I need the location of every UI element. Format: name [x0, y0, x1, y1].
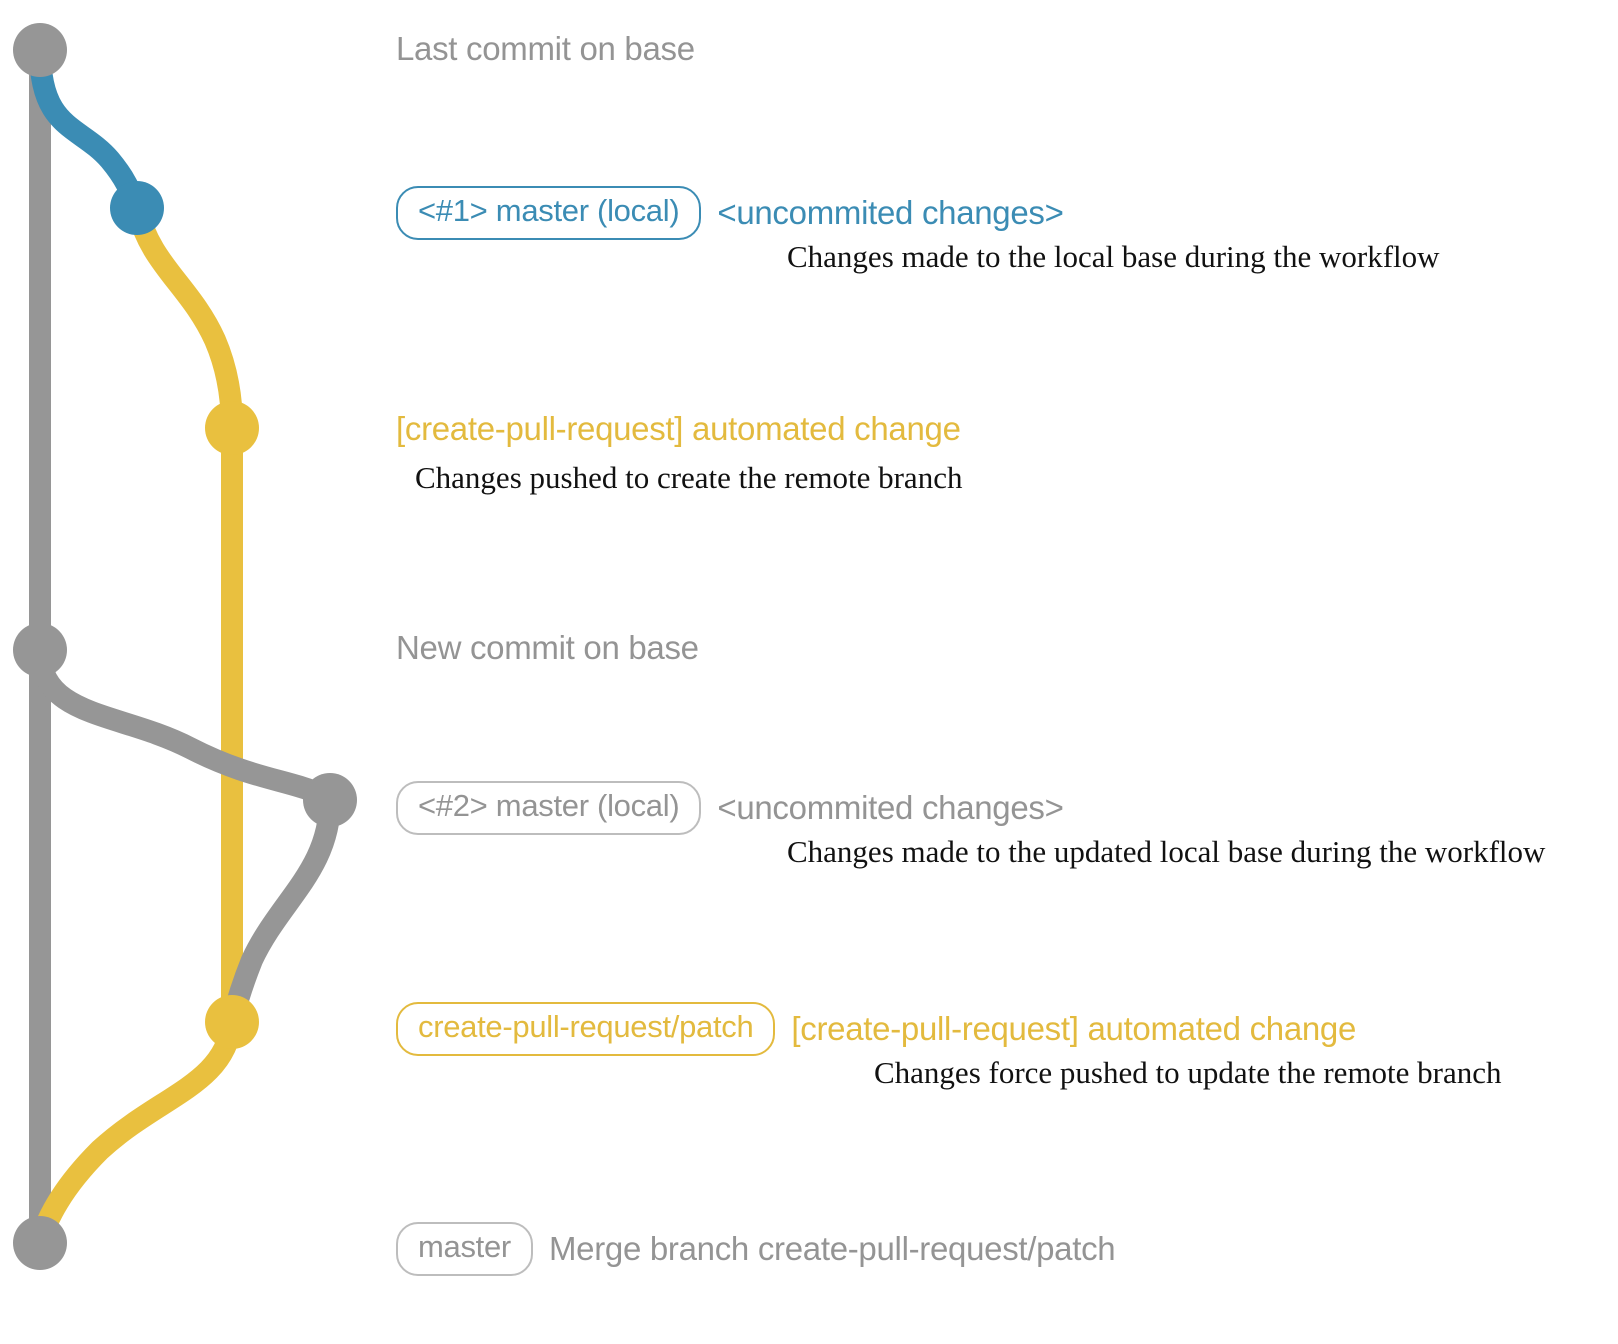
- badge-create-pull-request-patch[interactable]: create-pull-request/patch: [396, 1002, 776, 1056]
- commit-node-patch-1[interactable]: [205, 401, 259, 455]
- row-automated-change-1: [create-pull-request] automated change: [396, 410, 961, 448]
- commit-node-master-local-2[interactable]: [303, 773, 357, 827]
- edge-patch-2-to-master-merge: [29, 1011, 243, 1254]
- label-new-commit-on-base: New commit on base: [396, 629, 699, 666]
- edge-master-local-2-to-patch-2: [221, 789, 341, 1033]
- commit-node-master-merge[interactable]: [13, 1216, 67, 1270]
- row-new-commit: New commit on base: [396, 629, 699, 667]
- commit-node-patch-2[interactable]: [205, 995, 259, 1049]
- description-local-base-changes: Changes made to the local base during th…: [787, 239, 1440, 274]
- commit-node-base-last[interactable]: [13, 23, 67, 77]
- badge-master[interactable]: master: [396, 1222, 533, 1276]
- edge-master-local-1-to-patch-1: [126, 197, 243, 439]
- description-pushed-remote-branch: Changes pushed to create the remote bran…: [415, 460, 963, 495]
- edge-base-new-to-master-local-2: [29, 639, 341, 811]
- row-patch-branch: create-pull-request/patch [create-pull-r…: [396, 1002, 1356, 1056]
- caption-uncommited-changes-1: <uncommited changes>: [717, 193, 1064, 231]
- label-automated-change-1: [create-pull-request] automated change: [396, 410, 961, 447]
- row-last-commit: Last commit on base: [396, 30, 695, 68]
- edge-base-to-master-local-1: [29, 39, 148, 219]
- commit-graph-svg: [13, 23, 357, 1270]
- badge-master-local-2[interactable]: <#2> master (local): [396, 781, 702, 835]
- caption-merge-branch: Merge branch create-pull-request/patch: [548, 1229, 1116, 1267]
- description-force-pushed-remote-branch: Changes force pushed to update the remot…: [874, 1055, 1502, 1090]
- row-master-merge: master Merge branch create-pull-request/…: [396, 1222, 1116, 1276]
- description-updated-local-base-changes: Changes made to the updated local base d…: [787, 834, 1546, 869]
- caption-automated-change-2: [create-pull-request] automated change: [791, 1009, 1357, 1047]
- label-last-commit-on-base: Last commit on base: [396, 30, 695, 67]
- caption-uncommited-changes-2: <uncommited changes>: [717, 788, 1064, 826]
- badge-master-local-1[interactable]: <#1> master (local): [396, 186, 702, 240]
- row-master-local-2: <#2> master (local) <uncommited changes>: [396, 781, 1064, 835]
- commit-node-master-local-1[interactable]: [110, 181, 164, 235]
- row-master-local-1: <#1> master (local) <uncommited changes>: [396, 186, 1064, 240]
- commit-node-base-new[interactable]: [13, 623, 67, 677]
